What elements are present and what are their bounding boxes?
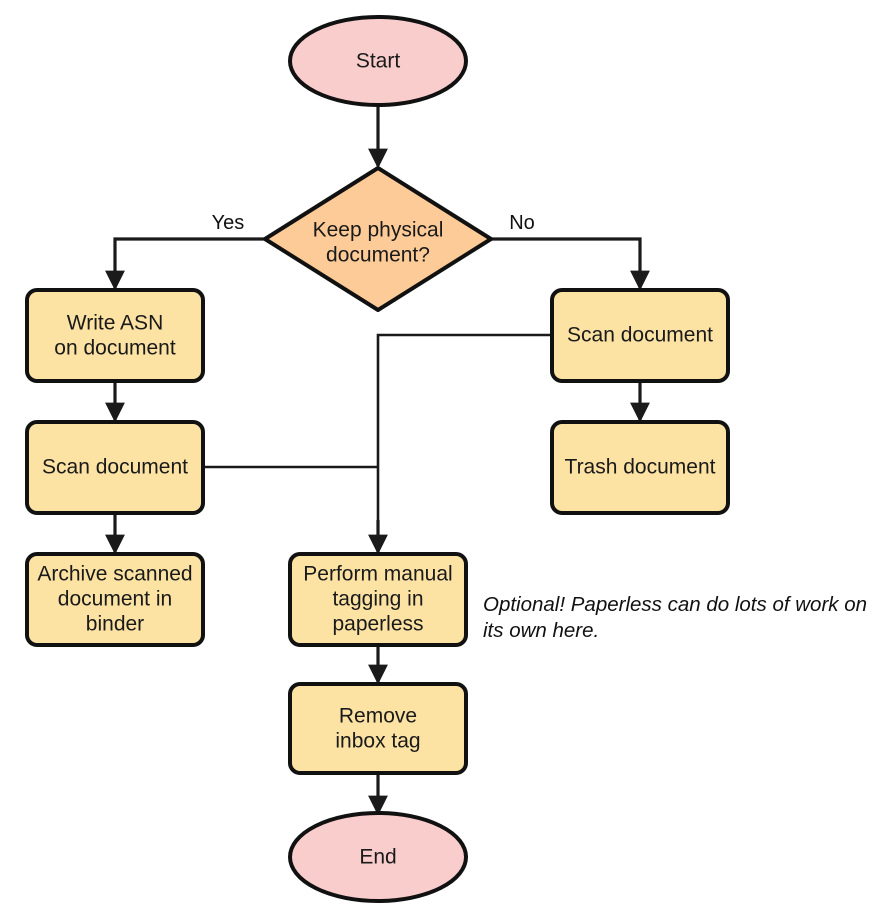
scan-document-right-box[interactable] [550,288,730,383]
remove-inbox-label-line1: Remove [339,705,417,728]
trash-document-box[interactable] [550,420,730,515]
node-scan-document-left[interactable]: Scan document [25,420,205,515]
archive-box[interactable] [25,552,205,647]
node-start[interactable]: Start [288,15,468,107]
tagging-box[interactable] [288,552,468,647]
edge-scan-right-to-tagging [376,333,552,552]
optional-note-line2: its own here. [483,619,599,642]
annotation-optional-note: Optional! Paperless can do lots of work … [483,593,867,642]
archive-label-line2: document in [58,588,172,611]
end-ellipse[interactable] [288,811,468,903]
edge-decision-no-to-scan-right [491,237,650,291]
tagging-label-line2: tagging in [332,588,423,611]
node-archive-scanned-document[interactable]: Archive scanned document in binder [25,552,205,647]
optional-note-line1: Optional! Paperless can do lots of work … [483,593,867,616]
edge-labels-layer: Yes No [212,212,535,234]
edge-decision-yes-to-write-asn [105,237,265,291]
scan-document-left-box[interactable] [25,420,205,515]
archive-label-line1: Archive scanned [37,563,192,586]
node-end[interactable]: End [288,811,468,903]
node-remove-inbox-tag[interactable]: Remove inbox tag [288,682,468,775]
write-asn-box[interactable] [25,288,205,383]
edge-label-no: No [509,212,535,234]
decision-label-line2: document? [326,244,430,267]
remove-inbox-tag-box[interactable] [288,682,468,775]
tagging-label-line1: Perform manual [303,563,452,586]
edges-layer [105,103,650,816]
node-trash-document[interactable]: Trash document [550,420,730,515]
decision-label-line1: Keep physical [313,219,444,242]
tagging-label-line3: paperless [332,613,423,636]
edge-label-yes: Yes [212,212,245,234]
decision-diamond[interactable] [263,166,493,312]
write-asn-label-line1: Write ASN [67,312,163,335]
node-decision-keep-physical-document[interactable]: Keep physical document? [263,166,493,312]
node-perform-manual-tagging[interactable]: Perform manual tagging in paperless [288,552,468,647]
start-label: Start [356,50,401,73]
write-asn-label-line2: on document [54,337,176,360]
node-write-asn-on-document[interactable]: Write ASN on document [25,288,205,383]
trash-document-label: Trash document [565,456,716,479]
archive-label-line3: binder [86,613,144,636]
scan-document-right-label: Scan document [567,324,713,347]
remove-inbox-label-line2: inbox tag [335,730,420,753]
node-scan-document-right[interactable]: Scan document [550,288,730,383]
start-ellipse[interactable] [288,15,468,107]
scan-document-left-label: Scan document [42,456,188,479]
end-label: End [359,846,396,869]
